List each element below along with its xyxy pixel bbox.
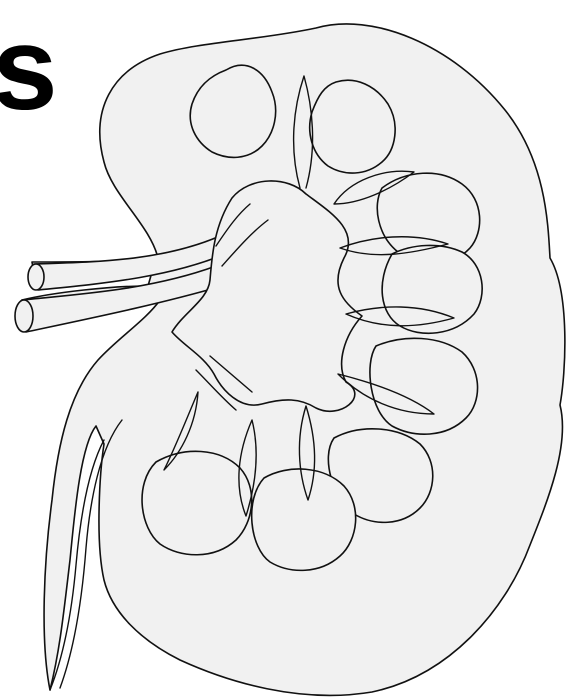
- renal-vein-opening: [28, 264, 44, 290]
- renal-pyramid-4: [382, 245, 482, 333]
- renal-pyramid-8: [142, 451, 252, 554]
- renal-artery-opening: [15, 300, 33, 332]
- renal-pyramid-5: [370, 338, 478, 434]
